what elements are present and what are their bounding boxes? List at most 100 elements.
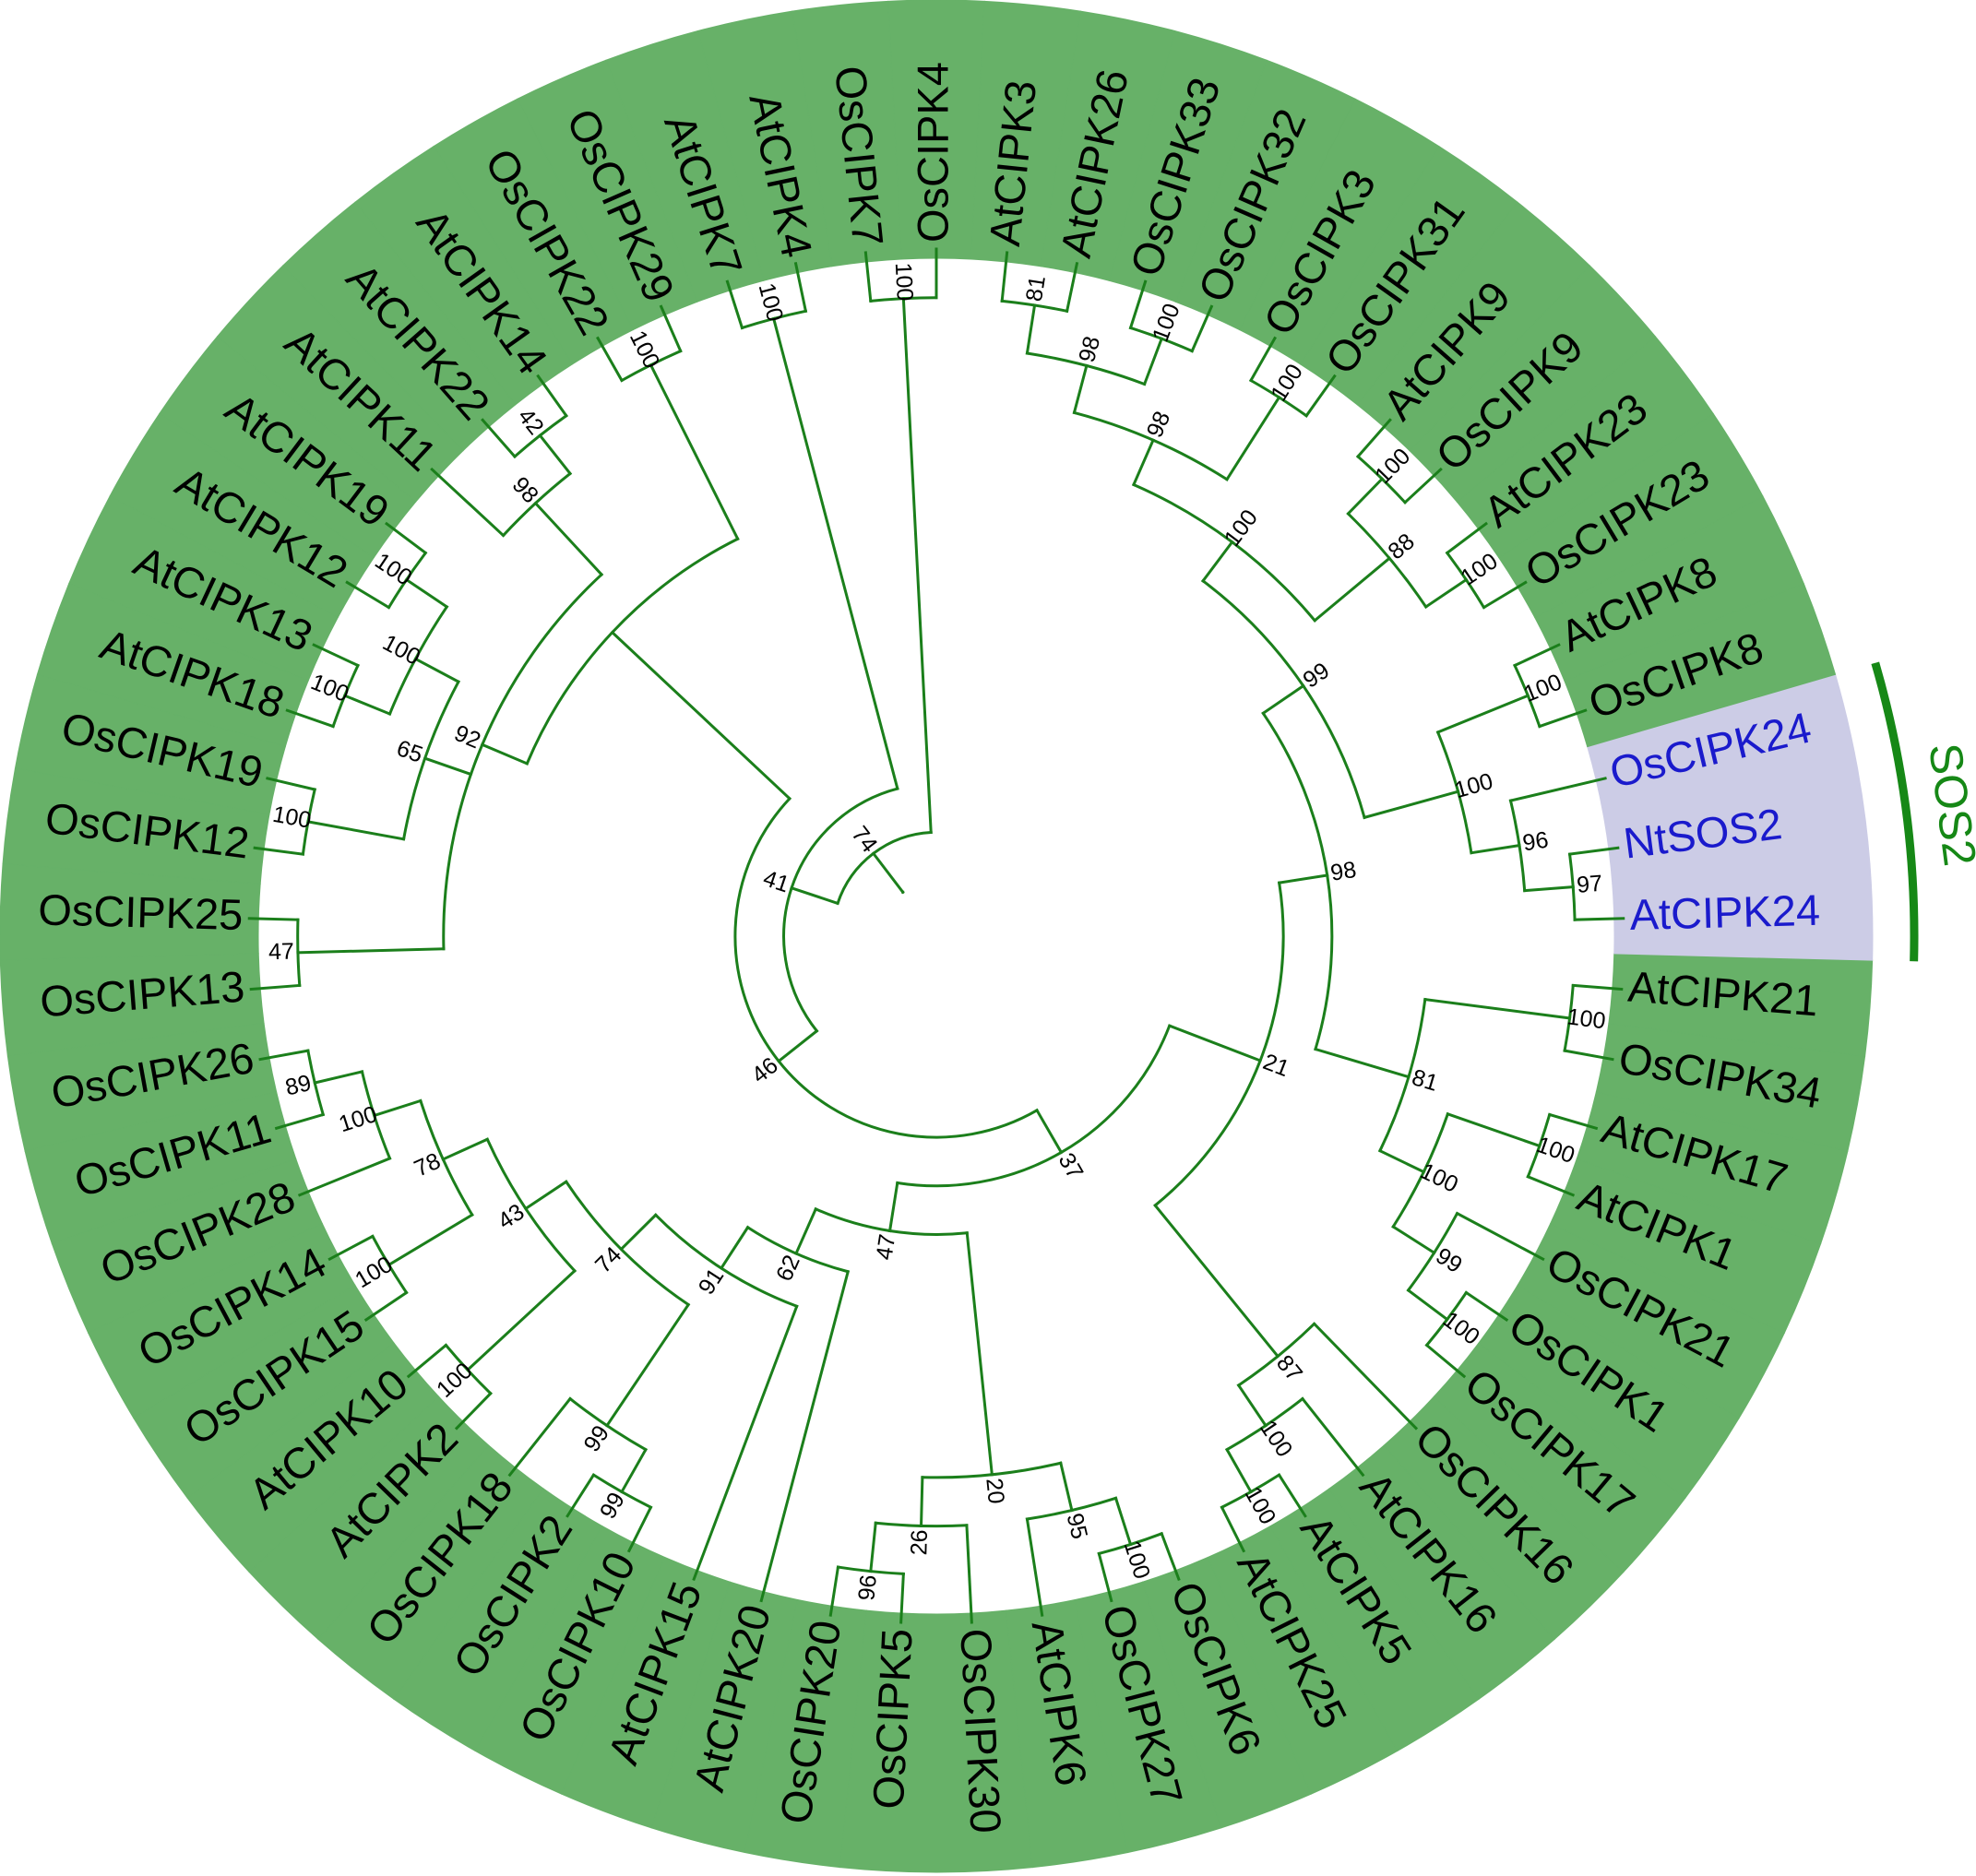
branch-arc [874,1521,969,1528]
bootstrap-label: 100 [1220,505,1263,551]
bootstrap-label: 98 [1328,857,1358,886]
branch-line [296,947,446,955]
bootstrap-label: 100 [1438,1307,1484,1350]
branch-line [1097,1551,1113,1603]
branch-arc [1391,1111,1450,1229]
branch-arc [485,1137,577,1274]
branch-line [413,657,460,684]
branch-line [1200,540,1234,583]
branch-line [1402,467,1443,505]
bootstrap-label: 100 [1240,1482,1281,1528]
bootstrap-label: 81 [1021,274,1051,303]
branch-line [372,1098,423,1118]
branch-arc [567,1396,649,1452]
branch-line [919,1476,924,1527]
branch-line [901,297,933,835]
branch-line [313,1070,364,1085]
branch-line [1142,337,1164,386]
branch-arc [1377,997,1427,1153]
branch-line [965,1231,994,1477]
branch-line [1153,1203,1280,1359]
branch-line [247,917,300,921]
branch-line [596,336,625,383]
branch-line [404,577,449,610]
bootstrap-label: 100 [1148,300,1185,345]
branch-line [1277,873,1329,885]
bootstrap-label: 96 [853,1573,882,1602]
branch-arc [745,1225,851,1274]
bootstrap-label: 95 [1062,1511,1093,1542]
branch-line [1224,1447,1254,1494]
bootstrap-label: 100 [625,327,665,373]
branch-line [1464,1290,1509,1322]
branch-line [1377,1148,1426,1174]
branch-line [423,756,473,777]
bootstrap-label: 98 [1074,334,1105,365]
branch-arc [442,572,604,951]
branch-arc [1153,881,1285,1208]
tree-branches [247,247,1625,1624]
bootstrap-label: 100 [378,630,424,671]
branch-line [538,433,573,476]
branch-line [719,1225,750,1271]
branch-line [1423,577,1469,610]
sos2-clade-marker: SOS2 [1871,661,1976,962]
bootstrap-label: 100 [754,280,789,324]
branch-line [1424,1343,1467,1379]
branch-line [266,777,317,791]
branch-line [1128,279,1148,330]
branch-line [692,1304,799,1582]
bootstrap-label: 98 [507,472,543,508]
bootstrap-label: 100 [1565,1003,1607,1034]
branch-arc [387,604,449,716]
branch-line [454,1391,493,1431]
branch-line [565,1473,596,1518]
branch-line [533,501,604,577]
branch-line [965,1524,973,1624]
branch-line [523,1180,568,1211]
branch-arc [1025,1496,1118,1521]
bootstrap-label: 100 [1119,1538,1155,1582]
branch-line [258,1049,310,1062]
branch-line [1313,556,1392,623]
branch-line [649,362,740,541]
branch-line [1363,790,1460,820]
sos2-clade-label: SOS2 [1919,741,1976,869]
branch-line [1131,438,1156,487]
branch-line [871,851,905,895]
branch-arc [814,1206,969,1236]
bootstrap-values: 7410041100461009298426510010010010047374… [268,262,1607,1602]
branch-line [863,251,873,303]
branch-line [1445,521,1488,555]
branch-line [725,279,744,330]
branch-line [1304,374,1337,418]
branch-line [604,1302,691,1428]
branch-arc [501,471,573,538]
branch-line [1446,1111,1542,1148]
branch-line [759,1269,851,1603]
branch-line [285,708,336,729]
branch-line [626,1505,653,1553]
bootstrap-label: 100 [270,801,313,834]
branch-line [430,467,506,538]
branch-line [253,846,305,856]
branch-line [345,580,391,610]
branch-line [619,1213,658,1252]
branch-arc [1435,730,1473,855]
branch-line [385,521,428,555]
bootstrap-label: 81 [1409,1064,1441,1097]
branch-line [1190,304,1214,353]
branch-line [1423,997,1572,1020]
branch-line [1277,1473,1307,1518]
branch-line [1059,1461,1074,1513]
branch-arc [1025,351,1147,386]
bootstrap-label: 97 [1576,871,1603,898]
branch-line [793,261,808,314]
ring-sector [970,0,1081,267]
branch-line [274,1112,326,1131]
branch-line [887,1181,899,1233]
branch-arc [896,1024,1172,1188]
branch-line [610,630,792,801]
branch-line [899,1572,905,1624]
